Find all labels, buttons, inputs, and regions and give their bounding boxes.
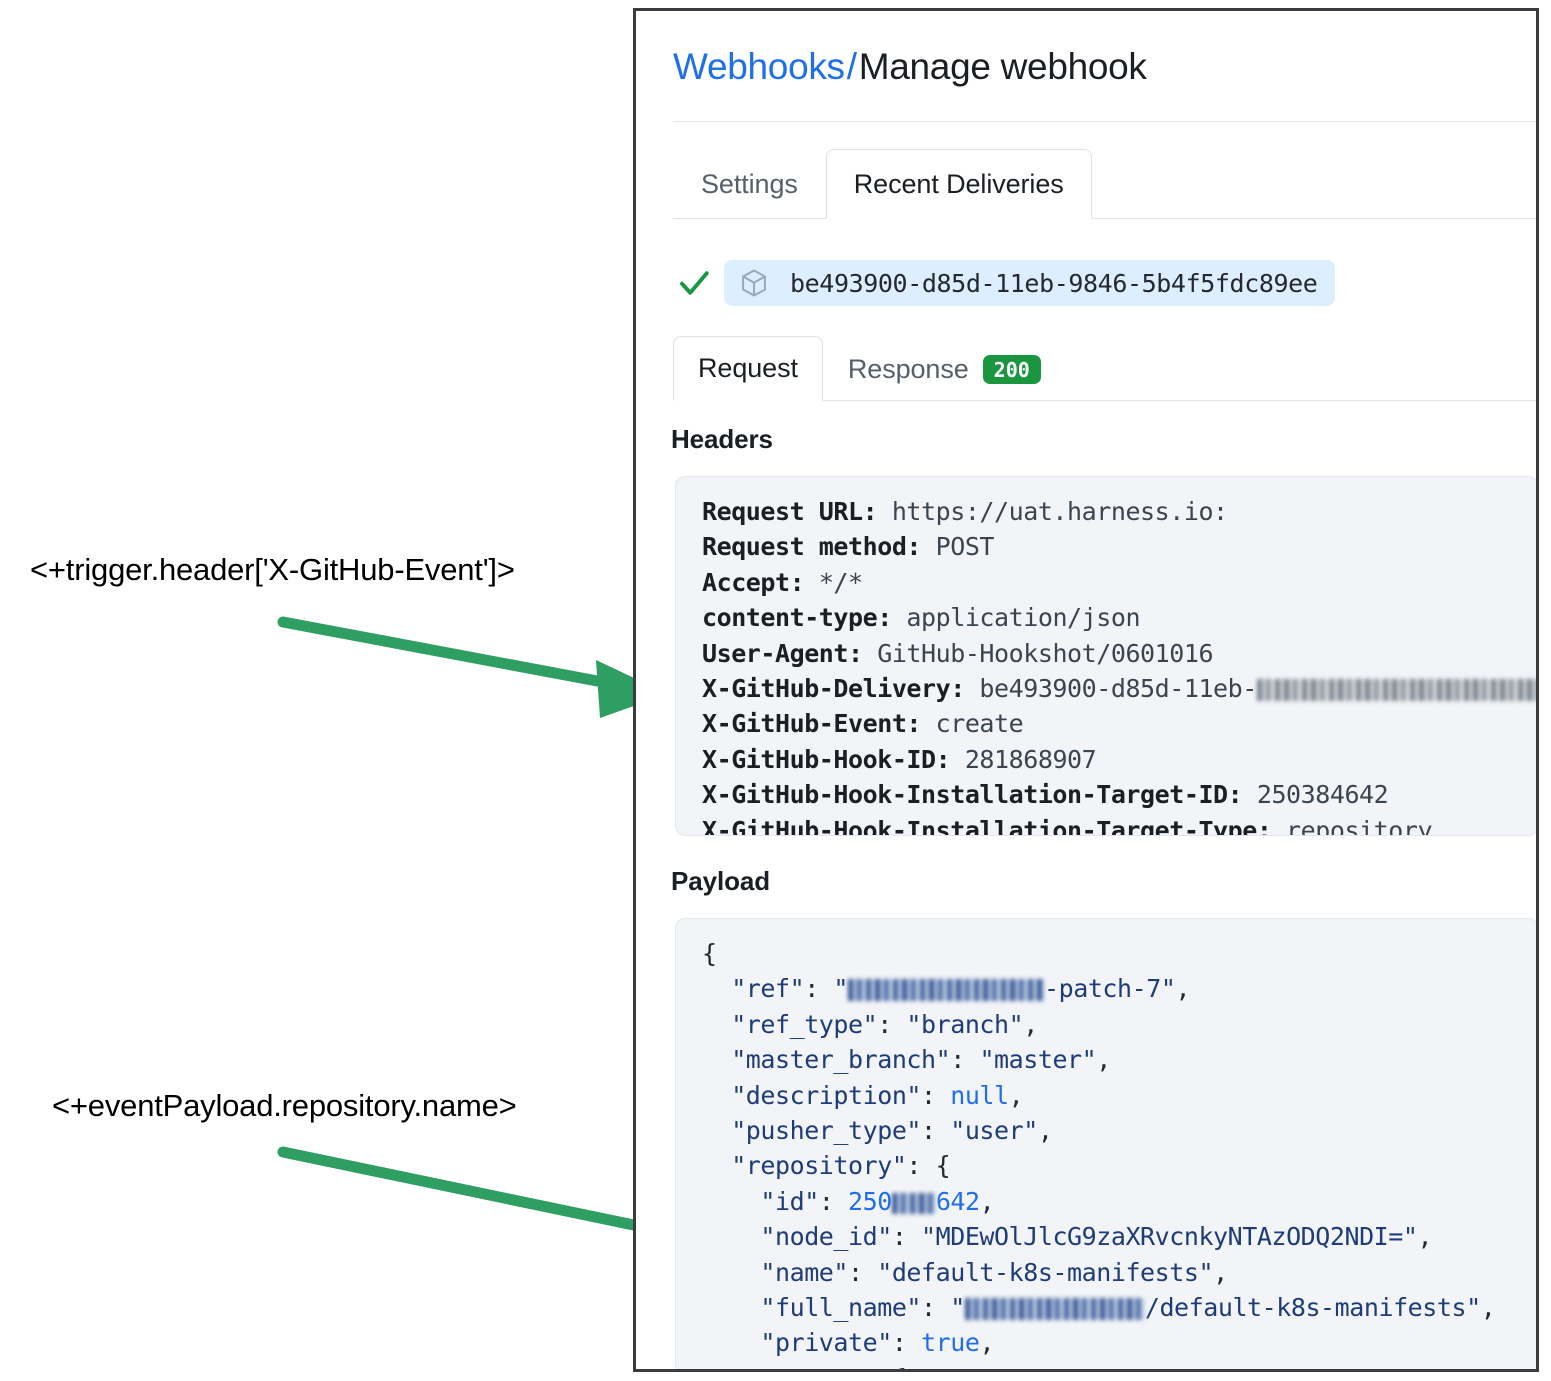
request-headers-box: Request URL: https://uat.harness.io: Req… xyxy=(675,476,1536,836)
header-key: X-GitHub-Hook-ID: xyxy=(702,744,951,774)
header-key: X-GitHub-Hook-Installation-Target-ID: xyxy=(702,780,1243,810)
payload-line: "name": "default-k8s-manifests", xyxy=(702,1257,1228,1287)
headers-heading: Headers xyxy=(671,424,773,454)
payload-line: "description": null, xyxy=(702,1080,1024,1110)
header-line: Request URL: https://uat.harness.io: xyxy=(702,494,1536,529)
inner-tab-active-mask xyxy=(674,400,822,402)
payload-line: { xyxy=(702,939,717,968)
annotation-trigger-header: <+trigger.header['X-GitHub-Event']> xyxy=(30,552,515,587)
delivery-id-chip[interactable]: be493900-d85d-11eb-9846-5b4f5fdc89ee xyxy=(724,260,1336,306)
payload-heading: Payload xyxy=(671,866,771,896)
redacted-user xyxy=(848,979,1045,1002)
header-line: X-GitHub-Hook-Installation-Target-Type: … xyxy=(702,813,1536,836)
breadcrumb-separator: / xyxy=(846,46,857,87)
tab-request[interactable]: Request xyxy=(673,336,823,401)
header-line: User-Agent: GitHub-Hookshot/0601016 xyxy=(702,636,1536,671)
breadcrumb-webhooks-link[interactable]: Webhooks xyxy=(673,46,845,87)
header-line: X-GitHub-Delivery: be493900-d85d-11eb- xyxy=(702,671,1536,706)
header-value: repository xyxy=(1271,815,1433,836)
redacted-repo-id xyxy=(891,1192,936,1214)
delivery-detail-tabs: Request Response 200 xyxy=(673,336,1066,401)
payload-line: "private": true, xyxy=(702,1328,995,1358)
delivery-guid: be493900-d85d-11eb-9846-5b4f5fdc89ee xyxy=(790,268,1318,298)
header-value: 250384642 xyxy=(1242,780,1389,810)
tab-recent-deliveries-label: Recent Deliveries xyxy=(853,168,1064,199)
header-key: User-Agent: xyxy=(702,638,863,668)
header-line: Request method: POST xyxy=(702,529,1536,564)
arrow-to-x-github-event xyxy=(277,616,668,718)
payload-line: "ref": "-patch-7", xyxy=(702,974,1191,1004)
redacted-owner xyxy=(964,1298,1145,1321)
header-line: X-GitHub-Hook-Installation-Target-ID: 25… xyxy=(702,777,1536,812)
header-key: Request URL: xyxy=(702,497,878,526)
header-line: Accept: */* xyxy=(702,565,1536,600)
header-line: X-GitHub-Event: create xyxy=(702,706,1536,741)
header-value: 281868907 xyxy=(950,744,1097,774)
header-value: https://uat.harness.io: xyxy=(877,497,1228,526)
inner-tabs-underline xyxy=(673,400,1536,401)
payload-line: "ref_type": "branch", xyxy=(702,1009,1038,1039)
annotation-event-payload: <+eventPayload.repository.name> xyxy=(52,1088,517,1123)
header-line: content-type: application/json xyxy=(702,600,1536,635)
header-key: X-GitHub-Hook-Installation-Target-Type: xyxy=(702,815,1272,836)
breadcrumb-current-page: Manage webhook xyxy=(858,46,1147,87)
package-icon xyxy=(742,269,766,297)
outer-tab-active-mask xyxy=(826,218,1091,220)
header-key: X-GitHub-Delivery: xyxy=(702,674,965,704)
header-key: content-type: xyxy=(702,603,892,633)
tab-settings-label: Settings xyxy=(701,169,798,199)
title-divider xyxy=(673,121,1536,122)
header-key: X-GitHub-Event: xyxy=(702,709,922,739)
status-badge: 200 xyxy=(982,354,1041,384)
header-value: be493900-d85d-11eb- xyxy=(964,674,1257,704)
tab-recent-deliveries[interactable]: Recent Deliveries xyxy=(825,149,1092,219)
header-value: application/json xyxy=(891,603,1141,633)
header-key: Accept: xyxy=(702,567,805,597)
tab-response-label: Response xyxy=(847,353,969,384)
outer-tabs-underline xyxy=(673,218,1536,219)
header-value: create xyxy=(921,709,1024,739)
tab-response[interactable]: Response 200 xyxy=(823,336,1066,401)
header-value: GitHub-Hookshot/0601016 xyxy=(862,638,1214,668)
tab-settings[interactable]: Settings xyxy=(673,149,826,219)
header-line: X-GitHub-Hook-ID: 281868907 xyxy=(702,742,1536,777)
redacted-delivery-id xyxy=(1256,679,1536,702)
delivery-row[interactable]: be493900-d85d-11eb-9846-5b4f5fdc89ee xyxy=(676,260,1336,306)
header-key: Request method: xyxy=(702,532,922,562)
request-payload-box: { "ref": "-patch-7", "ref_type": "branch… xyxy=(675,918,1536,1369)
payload-line: "node_id": "MDEwOlJlcG9zaXRvcnkyNTAzODQ2… xyxy=(702,1222,1433,1252)
header-value: */* xyxy=(804,567,863,597)
breadcrumb: Webhooks/Manage webhook xyxy=(673,43,1147,91)
payload-line: "repository": { xyxy=(702,1151,951,1181)
header-value: POST xyxy=(921,532,995,562)
payload-line: "pusher_type": "user", xyxy=(702,1116,1053,1146)
payload-line: "owner": { xyxy=(702,1361,1536,1369)
payload-line: "full_name": "/default-k8s-manifests", xyxy=(702,1293,1496,1323)
manage-webhook-panel: Webhooks/Manage webhook Settings Recent … xyxy=(633,8,1539,1372)
payload-line: "master_branch": "master", xyxy=(702,1045,1111,1075)
tab-request-label: Request xyxy=(698,353,798,383)
check-icon xyxy=(680,271,709,295)
webhook-tabs: Settings Recent Deliveries xyxy=(673,149,1092,219)
